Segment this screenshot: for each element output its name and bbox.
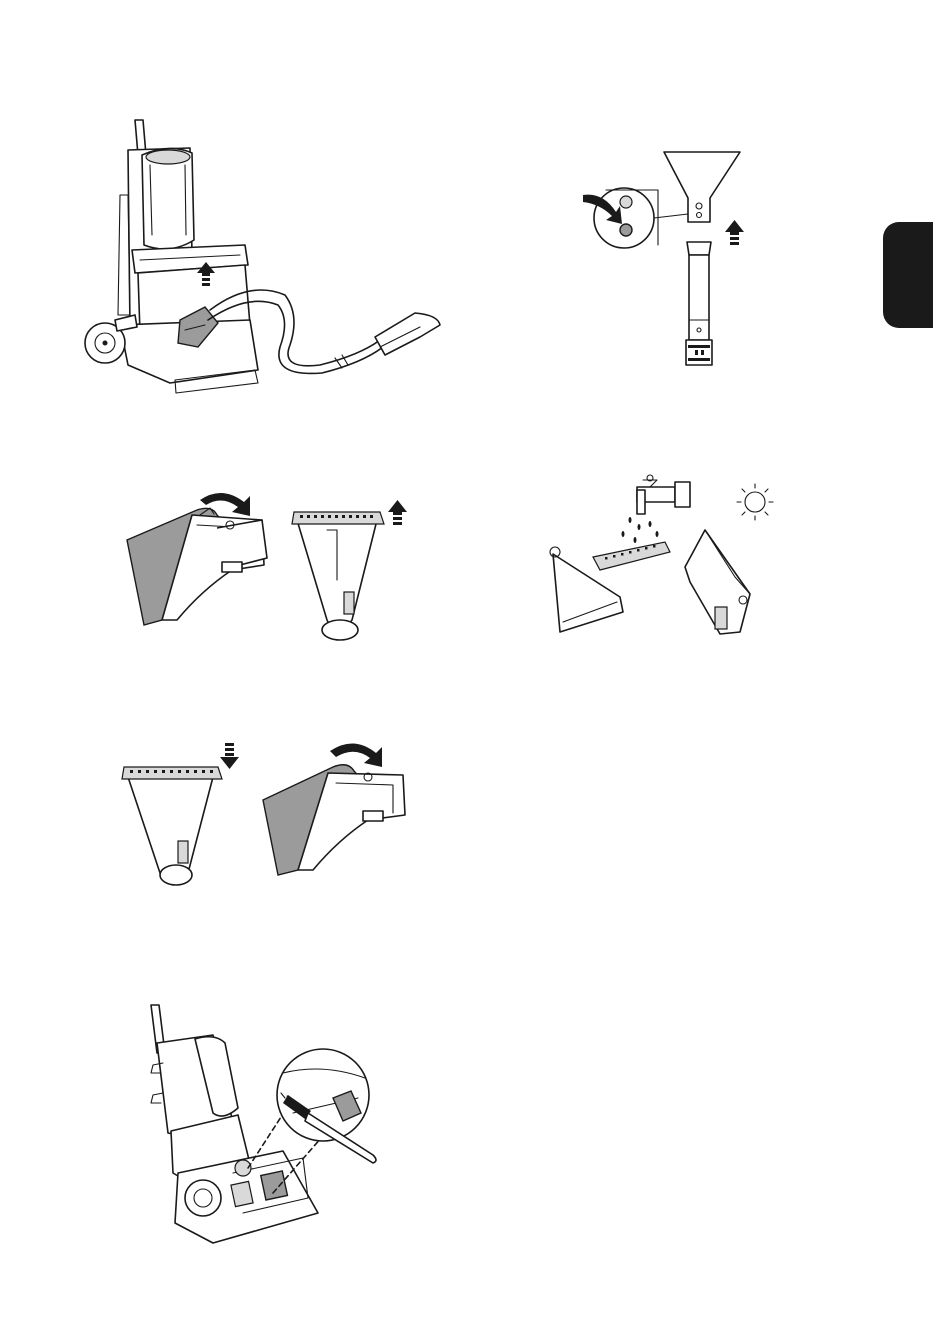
language-tab[interactable]	[883, 222, 933, 328]
down-arrow-icon	[220, 743, 239, 769]
cover-open-illustration	[122, 480, 422, 655]
nozzle-detach-illustration	[578, 150, 758, 380]
upright-cleaner-icon	[80, 115, 450, 400]
rinse-and-dry-illustration	[545, 472, 790, 642]
faucet-sun-icon	[545, 472, 790, 642]
brush-cleaning-illustration	[133, 1003, 388, 1248]
sun-icon	[737, 484, 773, 520]
nozzle-tube-icon	[578, 150, 758, 380]
curved-arrow-icon	[330, 743, 382, 767]
faucet-icon	[637, 475, 690, 514]
up-arrow-icon	[388, 500, 407, 525]
cover-close-illustration	[118, 735, 418, 895]
cover-refit-icon	[118, 735, 418, 895]
up-arrow-icon	[725, 220, 744, 245]
cleaner-base-brush-icon	[133, 1003, 388, 1248]
hose-removal-illustration	[80, 115, 450, 400]
cover-lift-icon	[122, 480, 422, 655]
